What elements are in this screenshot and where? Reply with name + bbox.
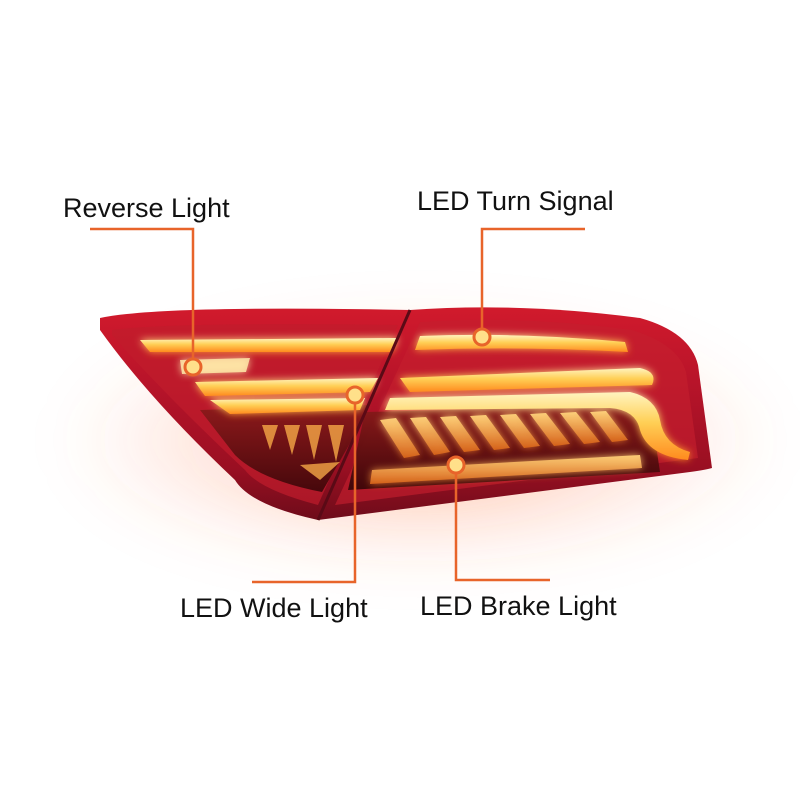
upper-led-strip (140, 334, 628, 352)
wide-callout-line (252, 395, 357, 584)
brake-callout-dot (446, 455, 466, 475)
turn-signal-label: LED Turn Signal (417, 186, 614, 216)
callout-lines (90, 227, 585, 584)
callout-dots (183, 327, 492, 475)
wide-light-label: LED Wide Light (180, 593, 368, 623)
reverse-callout-dot (183, 357, 203, 377)
reverse-light-label: Reverse Light (63, 193, 230, 223)
left-light-unit (100, 308, 410, 520)
brake-callout-line (454, 465, 550, 582)
turn-callout-line (480, 227, 585, 335)
wide-light-guide (195, 368, 690, 460)
turn-callout-dot (472, 327, 492, 347)
unit-separator (316, 309, 412, 521)
brake-led-pattern (370, 411, 642, 484)
right-light-unit (318, 307, 712, 520)
wide-callout-dot (345, 385, 365, 405)
reverse-callout-line (90, 227, 195, 365)
left-reflector-pattern (262, 425, 344, 480)
brake-light-label: LED Brake Light (420, 591, 617, 621)
